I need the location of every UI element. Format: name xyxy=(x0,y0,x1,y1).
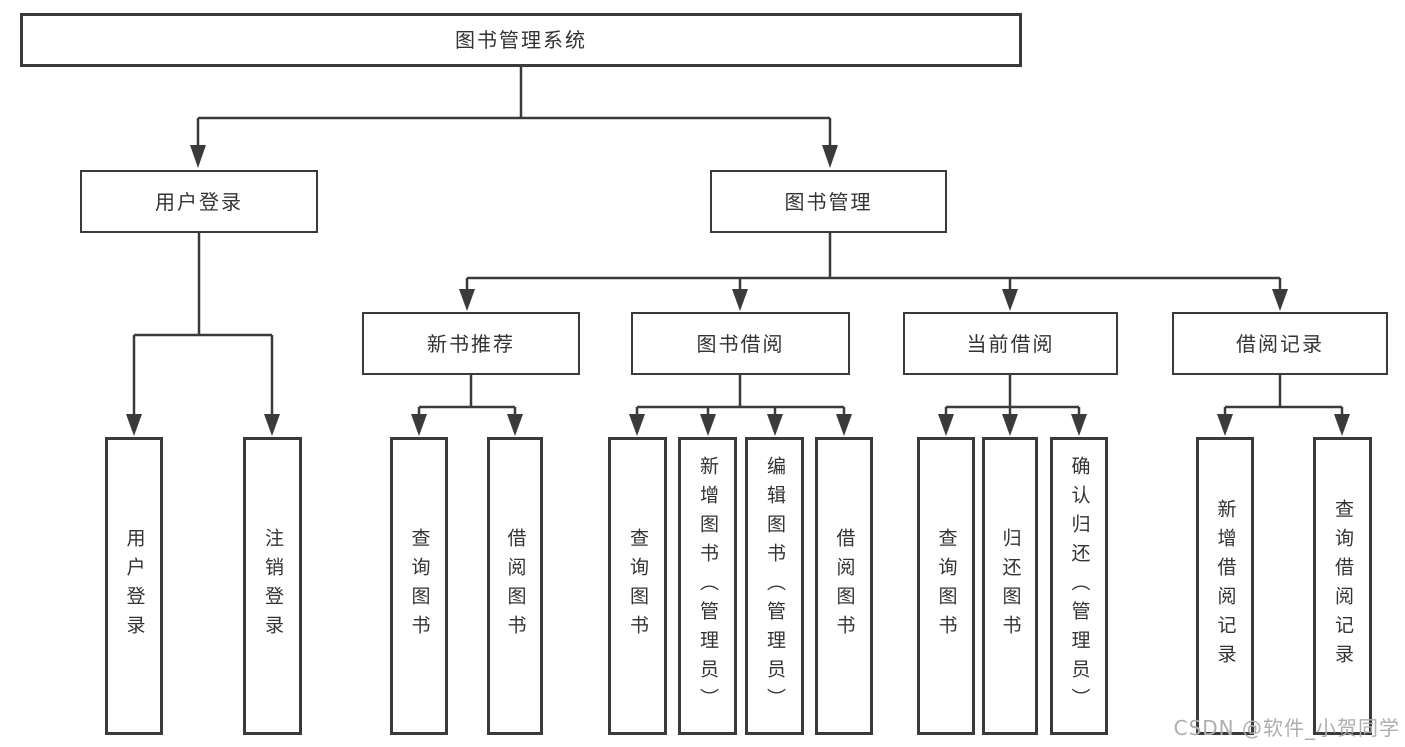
connector-book-mgmt-to-level3 xyxy=(459,233,1288,311)
node-borrow-records-label: 借阅记录 xyxy=(1236,331,1324,356)
leaf-borrow-query-label: 查询图书 xyxy=(627,528,649,644)
leaf-borrow-add-admin-label: 新增图书（管理员） xyxy=(697,455,719,717)
leaf-user-login-label: 用户登录 xyxy=(123,528,146,644)
node-book-borrow-label: 图书借阅 xyxy=(696,331,785,356)
leaf-borrow-book-label: 借阅图书 xyxy=(833,528,856,644)
leaf-current-return: 归还图书 xyxy=(982,437,1038,735)
leaf-current-query: 查询图书 xyxy=(917,437,975,735)
node-root-label: 图书管理系统 xyxy=(455,28,587,52)
node-root: 图书管理系统 xyxy=(20,13,1022,67)
node-current-borrow-label: 当前借阅 xyxy=(966,331,1055,356)
leaf-new-books-query-label: 查询图书 xyxy=(408,528,431,644)
connector-new-books-to-leaves xyxy=(411,375,523,436)
leaf-user-login: 用户登录 xyxy=(105,437,163,735)
leaf-borrow-book: 借阅图书 xyxy=(815,437,873,735)
leaf-records-add-label: 新增借阅记录 xyxy=(1214,499,1237,673)
node-book-borrow: 图书借阅 xyxy=(631,312,850,375)
leaf-borrow-edit-admin: 编辑图书（管理员） xyxy=(745,437,804,735)
leaf-new-books-borrow: 借阅图书 xyxy=(487,437,543,735)
leaf-borrow-query: 查询图书 xyxy=(608,437,667,735)
node-user-login-label: 用户登录 xyxy=(155,189,243,214)
leaf-current-confirm-admin-label: 确认归还（管理员） xyxy=(1068,455,1091,717)
leaf-records-add: 新增借阅记录 xyxy=(1196,437,1254,735)
leaf-borrow-add-admin: 新增图书（管理员） xyxy=(678,437,737,735)
node-book-mgmt: 图书管理 xyxy=(710,170,947,233)
connector-current-borrow-to-leaves xyxy=(938,375,1087,436)
leaf-logout: 注销登录 xyxy=(243,437,302,735)
node-borrow-records: 借阅记录 xyxy=(1172,312,1388,375)
connector-user-login-to-leaves xyxy=(126,233,280,436)
node-user-login: 用户登录 xyxy=(80,170,318,233)
leaf-current-return-label: 归还图书 xyxy=(999,528,1022,644)
connector-root-to-level2 xyxy=(190,67,838,168)
leaf-borrow-edit-admin-label: 编辑图书（管理员） xyxy=(764,455,786,717)
node-new-books: 新书推荐 xyxy=(362,312,580,375)
connector-borrow-records-to-leaves xyxy=(1217,375,1350,436)
leaf-current-confirm-admin: 确认归还（管理员） xyxy=(1050,437,1108,735)
leaf-records-query-label: 查询借阅记录 xyxy=(1332,499,1354,673)
node-current-borrow: 当前借阅 xyxy=(903,312,1118,375)
node-book-mgmt-label: 图书管理 xyxy=(784,189,873,214)
csdn-watermark: CSDN @软件_小贺同学 xyxy=(1173,716,1400,740)
leaf-logout-label: 注销登录 xyxy=(262,528,284,644)
node-new-books-label: 新书推荐 xyxy=(427,331,515,356)
leaf-current-query-label: 查询图书 xyxy=(935,528,958,644)
connector-book-borrow-to-leaves xyxy=(629,375,852,436)
leaf-new-books-query: 查询图书 xyxy=(390,437,448,735)
leaf-new-books-borrow-label: 借阅图书 xyxy=(504,528,527,644)
leaf-records-query: 查询借阅记录 xyxy=(1313,437,1372,735)
